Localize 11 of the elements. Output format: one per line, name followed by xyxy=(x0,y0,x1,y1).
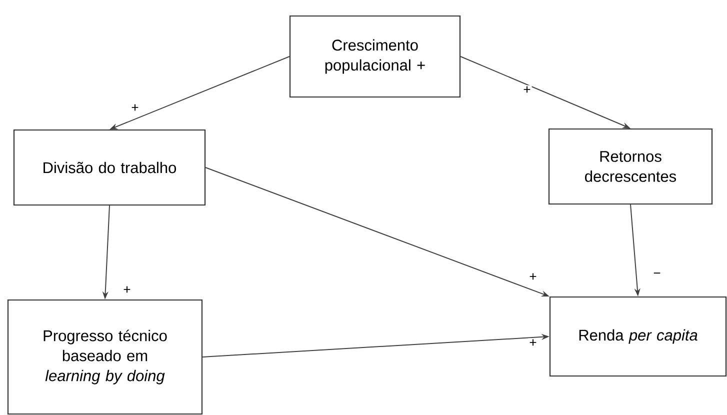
sign-label: + xyxy=(528,272,538,282)
box: Retornos decrescentes xyxy=(548,128,713,205)
box: Renda per capita xyxy=(549,296,727,377)
sign-label: + xyxy=(130,103,140,113)
sign-label: + xyxy=(522,85,532,95)
sign-label: + xyxy=(122,285,132,295)
box: Crescimento populacional + xyxy=(289,15,461,98)
box: Divisão do trabalho xyxy=(13,129,206,206)
sign-label: − xyxy=(652,272,662,278)
box: Progresso técnico baseado em learning by doing xyxy=(7,299,203,415)
sign-label: + xyxy=(528,338,538,348)
